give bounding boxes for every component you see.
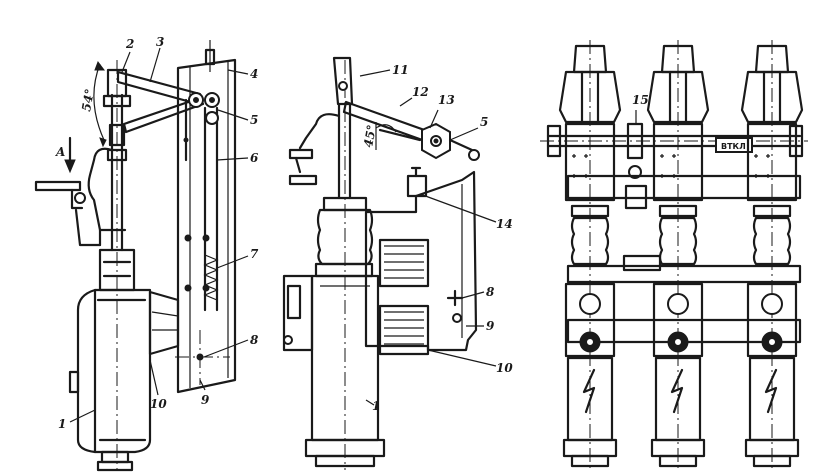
pole-left (558, 40, 622, 470)
pole-right (740, 40, 804, 470)
label-10-left: 10 (150, 397, 167, 411)
label-12: 12 (412, 85, 429, 99)
label-5-left: 5 (250, 113, 258, 127)
label-45-deg: 45° (361, 124, 379, 149)
label-4: 4 (250, 67, 258, 81)
label-1-mid: 1 (372, 399, 380, 413)
tank-body (76, 288, 152, 454)
front-view-three-poles: ВТКЛ (540, 40, 808, 470)
label-11: 11 (392, 63, 409, 77)
label-8-mid: 8 (486, 285, 495, 299)
middle-side-view (282, 56, 497, 470)
pole-center (646, 40, 710, 470)
label-7: 7 (250, 247, 259, 261)
label-14: 14 (496, 217, 513, 231)
label-A: A (55, 145, 65, 159)
label-1-left: 1 (58, 417, 66, 431)
label-10-mid: 10 (496, 361, 513, 375)
label-3: 3 (156, 35, 164, 49)
label-8-left: 8 (250, 333, 259, 347)
label-2: 2 (125, 37, 134, 51)
left-side-view (34, 40, 249, 472)
mounting-plate (176, 58, 237, 394)
label-9-left: 9 (201, 393, 210, 407)
callout-labels: 1 2 3 4 5 6 7 8 9 10 A 54° 11 12 13 5 45… (55, 35, 649, 431)
label-13: 13 (438, 93, 455, 107)
label-6: 6 (250, 151, 259, 165)
label-54-deg: 54° (79, 88, 97, 113)
vtkl-label: ВТКЛ (721, 142, 746, 151)
label-15: 15 (632, 93, 649, 107)
label-9-mid: 9 (486, 319, 495, 333)
label-5-mid: 5 (480, 115, 488, 129)
